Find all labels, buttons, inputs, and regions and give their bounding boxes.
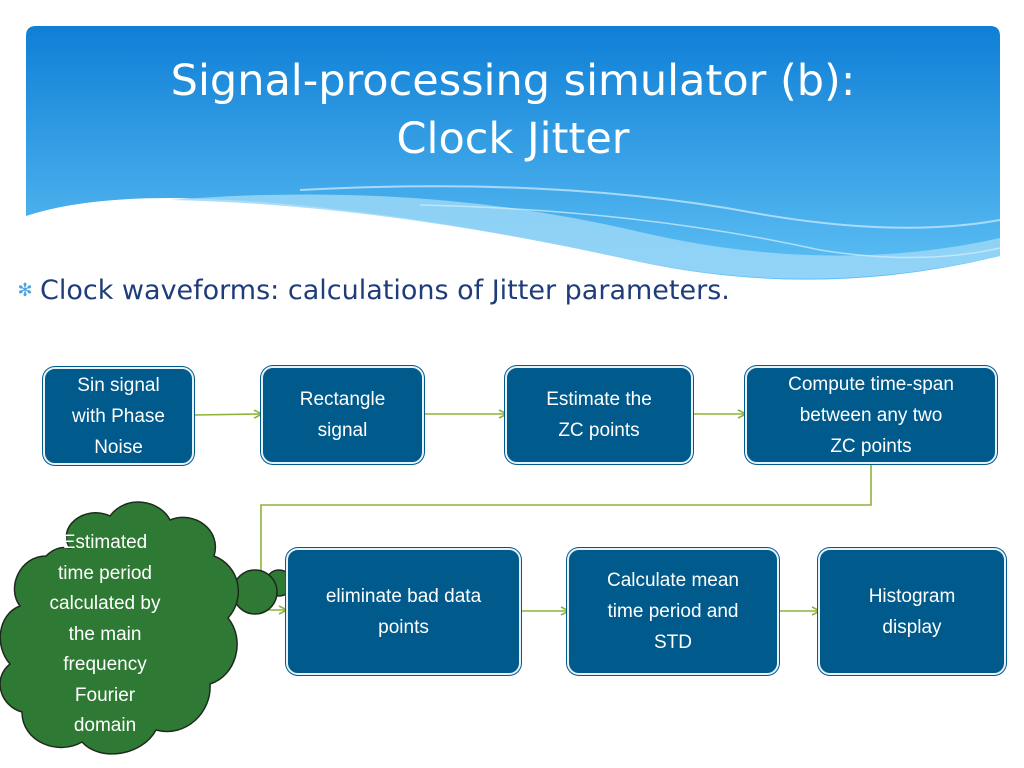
arrow-box4-to-box5 xyxy=(260,463,872,610)
cloud-shape xyxy=(0,501,240,755)
title-line-1: Signal-processing simulator (b): xyxy=(170,56,856,106)
flow-box-eliminate-bad-data: eliminate bad data points xyxy=(286,548,521,675)
banner-fill xyxy=(26,26,1000,280)
box5-line1: eliminate bad data xyxy=(325,585,482,607)
box5-line2: points xyxy=(378,616,429,638)
asterisk-bullet-icon: ✻ xyxy=(17,279,33,300)
flow-box-histogram: Histogram display xyxy=(818,548,1006,675)
box6-line3: STD xyxy=(654,632,692,653)
box6-line1: Calculate mean xyxy=(606,570,740,591)
callout-line-4: the main xyxy=(68,623,142,645)
box2-line2: signal xyxy=(317,420,368,441)
bullet-text: Clock waveforms: calculations of Jitter … xyxy=(40,274,730,306)
slide-title: Signal-processing simulator (b): Clock J… xyxy=(26,52,1000,168)
callout-text: Estimated time period calculated by the … xyxy=(22,528,188,742)
box3-line1: Estimate the xyxy=(546,389,652,410)
cloud-bubble-large xyxy=(232,569,278,615)
box1-line3: Noise xyxy=(94,436,143,458)
callout-line-6: Fourier xyxy=(74,684,136,706)
box3-line2: ZC points xyxy=(558,420,640,441)
flow-box-sin-signal: Sin signal with Phase Noise xyxy=(43,367,194,465)
box4-line1: Compute time-span xyxy=(788,373,954,395)
box4-line3: ZC points xyxy=(830,435,912,457)
callout-line-5: frequency xyxy=(63,654,147,675)
flow-box-rectangle-signal: Rectangle signal xyxy=(261,366,424,464)
banner-wave-line xyxy=(299,185,1001,229)
box7-line1: Histogram xyxy=(868,585,956,607)
box2-line1: Rectangle xyxy=(299,389,386,410)
arrow-box1-to-box2 xyxy=(192,414,261,415)
title-banner xyxy=(26,26,1001,280)
callout-line-2: time period xyxy=(58,562,152,584)
callout-line-1: Estimated xyxy=(62,532,148,553)
flow-box-calculate-mean: Calculate mean time period and STD xyxy=(567,548,779,675)
box1-line1: Sin signal xyxy=(77,374,160,396)
banner-wave-light xyxy=(170,194,1000,279)
flow-box-compute-timespan: Compute time-span between any two ZC poi… xyxy=(745,366,997,464)
callout-line-7: domain xyxy=(73,715,137,736)
box4-line2: between any two xyxy=(799,404,943,426)
bullet-item: ✻ Clock waveforms: calculations of Jitte… xyxy=(10,268,1000,312)
flow-box-estimate-zc: Estimate the ZC points xyxy=(505,366,693,464)
callout-line-3: calculated by xyxy=(49,593,161,614)
box6-line2: time period and xyxy=(607,601,739,622)
box1-line2: with Phase xyxy=(72,405,165,427)
box7-line2: display xyxy=(882,616,942,638)
title-line-2: Clock Jitter xyxy=(396,114,630,164)
banner-wave-line-2 xyxy=(419,204,1001,259)
